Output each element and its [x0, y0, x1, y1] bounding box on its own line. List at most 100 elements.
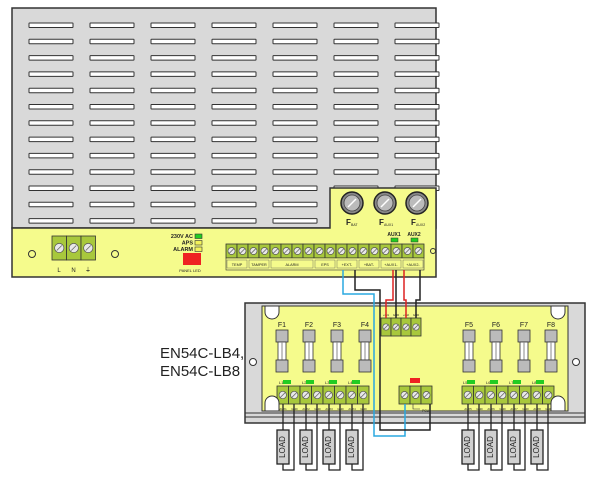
fuse-cap [517, 329, 531, 343]
status-led-label: APS [182, 241, 194, 247]
screw-slot [499, 392, 506, 398]
vent-slot [272, 55, 318, 61]
vent-slot [211, 38, 257, 45]
vent-slot [394, 87, 440, 94]
load [484, 429, 498, 465]
screw-slot [327, 248, 334, 254]
screw-slot [401, 392, 408, 398]
terminal-group-box [402, 259, 424, 269]
channel-led-label: L7 [509, 380, 514, 385]
screw-slot [239, 248, 246, 254]
vent-slot [211, 104, 257, 110]
mount-bump [550, 305, 566, 320]
vent-slot [333, 152, 379, 159]
status-led-label: 230V AC [171, 234, 193, 240]
screw-slot [337, 392, 344, 398]
screw-slot [316, 248, 323, 254]
vent-slot [89, 201, 135, 208]
screw-slot [338, 248, 345, 254]
vent-slot [28, 201, 74, 208]
vent-slot [28, 152, 74, 159]
vent-slot [272, 136, 318, 143]
load [507, 429, 521, 465]
channel-led-label: L4 [348, 380, 353, 385]
channel-led-label: L3 [325, 380, 330, 385]
vent-slot [272, 71, 318, 77]
screw-slot [476, 392, 483, 398]
vent-slot [150, 71, 196, 77]
load-wire [351, 404, 364, 471]
vent-slot [89, 120, 135, 126]
screw-slot [272, 248, 279, 254]
fuse-sublabel: AUX2 [416, 223, 425, 227]
channel-led [283, 380, 291, 384]
module-fuse-label: F6 [492, 322, 500, 329]
vent-slot [89, 38, 135, 45]
fuse-label: F [411, 218, 416, 227]
vent-slot [211, 169, 257, 175]
vent-slot [150, 218, 196, 224]
status-led [194, 240, 203, 246]
channel-led [306, 380, 314, 384]
fuse-cap [462, 359, 476, 373]
vent-slot [272, 120, 318, 126]
fuse-sublabel: BAT [351, 223, 358, 227]
channel-led-label: L1 [279, 380, 284, 385]
load-wire [490, 404, 503, 471]
vent-slot [272, 201, 318, 208]
screw-slot [348, 392, 355, 398]
vent-slot [333, 55, 379, 61]
aux-led [390, 237, 399, 243]
fuse-label: F [346, 218, 351, 227]
status-led [194, 233, 203, 239]
load-wire [305, 404, 318, 471]
vent-slot [89, 169, 135, 175]
wiring [342, 270, 431, 437]
fuse-cap [544, 359, 558, 373]
screw-slot [423, 392, 430, 398]
channel-led-label: L5 [463, 380, 468, 385]
fuse-label: F [379, 218, 384, 227]
screw-slot [85, 245, 92, 251]
vent-slot [272, 218, 318, 224]
fuse-cap [358, 329, 372, 343]
load [276, 429, 290, 465]
screw-slot [415, 248, 422, 254]
aux-led-label: AUX1 [387, 232, 401, 238]
vent-slot [89, 104, 135, 110]
screw-slot [360, 248, 367, 254]
vent-slot [211, 201, 257, 208]
module-fuse-label: F7 [520, 322, 528, 329]
screw-slot [533, 392, 540, 398]
load [461, 429, 475, 465]
vent-slot [272, 169, 318, 175]
screw-slot [464, 392, 471, 398]
screw-slot [545, 392, 552, 398]
screw-slot [382, 248, 389, 254]
vent-slot [150, 185, 196, 191]
screw-slot [228, 248, 235, 254]
relay-contact [412, 404, 420, 410]
terminal-group-label: +BAT- [364, 263, 375, 267]
terminal-group-box [336, 259, 358, 269]
load-wire [536, 404, 549, 471]
terminal-group-box [270, 259, 314, 269]
channel-led-label: L2 [302, 380, 307, 385]
fuse-sublabel: AUX1 [384, 223, 393, 227]
module-fuse-label: F3 [333, 322, 341, 329]
vent-slot [89, 218, 135, 224]
mains-terminal-label: ⏚ [85, 267, 91, 274]
terminal-group-label: TEMP [232, 263, 243, 267]
vent-slot [89, 136, 135, 143]
mount-hole [111, 250, 119, 258]
channel-led [513, 380, 521, 384]
vent-slot [28, 104, 74, 110]
vent-slot [272, 185, 318, 191]
vent-slot [89, 87, 135, 94]
vent-slot [28, 169, 74, 175]
caption-line: EN54C-LB8 [160, 363, 241, 380]
vent-slot [272, 104, 318, 110]
screw-slot [487, 392, 494, 398]
vent-slot [211, 87, 257, 94]
panel-led-connector [183, 253, 201, 265]
